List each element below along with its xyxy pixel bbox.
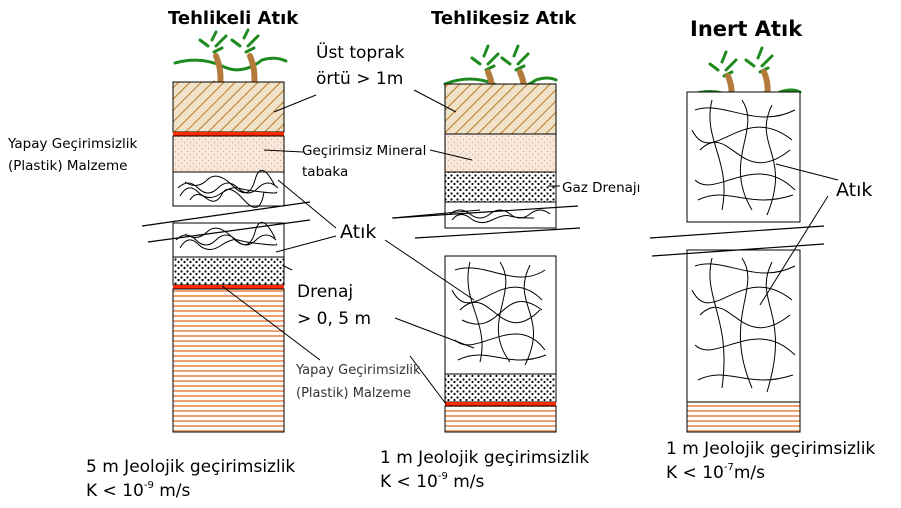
note-non-hazardous: 1 m Jeolojik geçirimsizlik K < 10-9 m/s <box>380 448 589 492</box>
label-waste-right: Atık <box>836 179 872 201</box>
note-inert-k: K < 10-7m/s <box>666 462 765 483</box>
section-break-lines <box>141 201 825 257</box>
column-inert <box>686 46 802 433</box>
waste-layer-lower <box>686 249 801 403</box>
mineral-layer <box>444 133 557 173</box>
note-inert: 1 m Jeolojik geçirimsizlik K < 10-7m/s <box>666 439 875 483</box>
label-liner-bottom-2: (Plastik) Malzeme <box>296 386 411 401</box>
waste-scribble-icon <box>691 257 796 393</box>
liner-layer-bottom <box>173 285 284 289</box>
topsoil-layer <box>172 81 285 133</box>
label-liner-left-1: Yapay Geçirimsizlik <box>7 136 138 152</box>
geology-layer <box>172 288 285 433</box>
waste-scribble-icon <box>691 99 796 216</box>
waste-layer-upper <box>444 201 557 229</box>
note-hazardous: 5 m Jeolojik geçirimsizlik K < 10-9 m/s <box>86 457 295 501</box>
drainage-layer <box>444 373 557 403</box>
waste-scribble-icon <box>177 170 279 208</box>
note-non-hazardous-k: K < 10-9 m/s <box>380 471 485 492</box>
label-gas-drainage: Gaz Drenajı <box>562 180 640 196</box>
liner-layer-top <box>173 132 284 136</box>
note-non-hazardous-geology: 1 m Jeolojik geçirimsizlik <box>380 448 589 468</box>
mineral-layer <box>172 135 285 173</box>
label-topsoil-2: örtü > 1m <box>316 69 403 89</box>
label-liner-left-2: (Plastik) Malzeme <box>8 158 127 174</box>
column-non-hazardous <box>443 44 558 433</box>
topsoil-layer <box>444 83 557 135</box>
note-hazardous-k: K < 10-9 m/s <box>86 480 191 501</box>
leader-lines <box>221 89 839 405</box>
title-non-hazardous: Tehlikesiz Atık <box>431 8 577 29</box>
geology-layer <box>686 401 801 433</box>
waste-scribble-icon <box>451 261 547 366</box>
label-waste-center: Atık <box>340 221 376 243</box>
label-drainage-1: Drenaj <box>297 282 353 302</box>
label-liner-bottom-1: Yapay Geçirimsizlik <box>295 363 421 378</box>
column-hazardous <box>172 28 288 433</box>
title-inert: Inert Atık <box>690 17 803 41</box>
note-inert-geology: 1 m Jeolojik geçirimsizlik <box>666 439 875 459</box>
title-hazardous: Tehlikeli Atık <box>168 8 299 29</box>
label-drainage-2: > 0, 5 m <box>297 309 371 329</box>
waste-scribble-icon <box>175 222 278 250</box>
liner-layer <box>445 402 556 406</box>
geology-layer <box>444 405 557 433</box>
drainage-layer <box>172 256 285 286</box>
label-mineral-1: Geçirimsiz Mineral <box>302 143 426 159</box>
note-hazardous-geology: 5 m Jeolojik geçirimsizlik <box>86 457 295 477</box>
label-topsoil-1: Üst toprak <box>316 41 405 63</box>
gas-drainage-layer <box>444 171 557 203</box>
label-mineral-2: tabaka <box>302 164 348 180</box>
